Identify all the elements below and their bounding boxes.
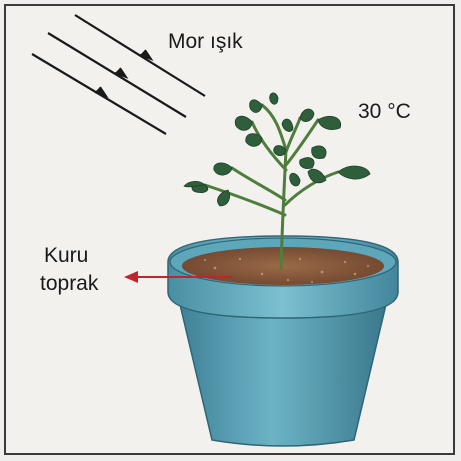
leaf [338, 166, 370, 179]
leaf [214, 163, 232, 175]
soil-surface [182, 247, 384, 285]
leaf [318, 116, 341, 129]
leaf [300, 109, 314, 121]
flower-pot [168, 236, 398, 446]
leaf [308, 169, 326, 183]
soil-label-line1: Kuru [44, 244, 88, 268]
soil-label-line2: toprak [40, 272, 98, 296]
light-ray-arrowhead-3 [95, 87, 106, 96]
plant-leaves [184, 93, 370, 206]
leaf [282, 119, 293, 131]
leaf [290, 173, 300, 186]
leaf [218, 190, 230, 206]
leaf [300, 158, 314, 169]
leaf [235, 116, 252, 130]
leaf [250, 100, 262, 113]
temperature-label: 30 °C [358, 100, 411, 124]
leaf [270, 93, 278, 104]
light-label: Mor ışık [168, 30, 243, 54]
leaf [246, 134, 262, 147]
leaf [312, 146, 326, 159]
